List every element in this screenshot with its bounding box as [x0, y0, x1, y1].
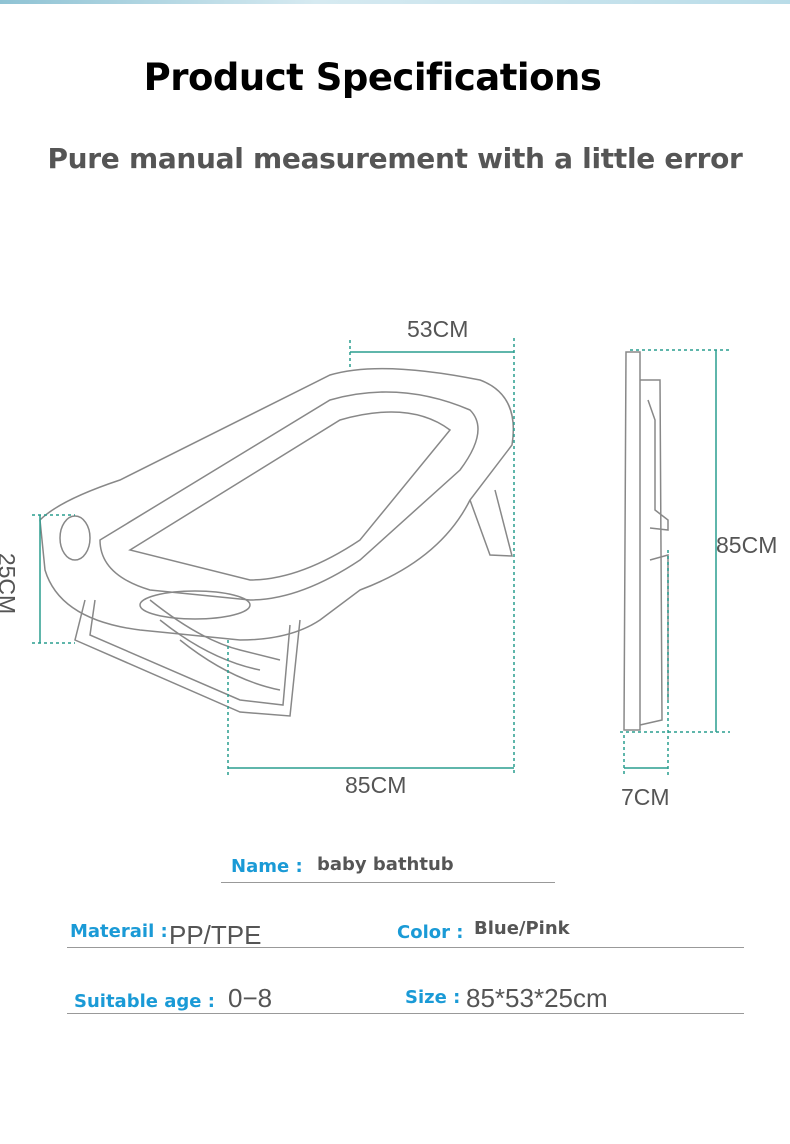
top-banner-strip — [0, 0, 790, 4]
folded-depth-dimension-label: 7CM — [621, 784, 670, 810]
bathtub-outline — [39, 351, 669, 731]
length-dimension-label: 85CM — [345, 772, 407, 798]
name-value: baby bathtub — [317, 854, 454, 875]
height-dimension-label: 25CM — [0, 552, 21, 615]
page-title: Product Specifications — [143, 56, 602, 99]
dimension-lines — [32, 338, 730, 775]
age-value: 0−8 — [228, 983, 273, 1013]
size-value: 85*53*25cm — [466, 983, 608, 1013]
color-label: Color : — [397, 922, 464, 943]
name-divider — [221, 882, 555, 883]
color-value: Blue/Pink — [474, 918, 570, 939]
size-label: Size : — [405, 987, 461, 1008]
bathtub-dimension-drawing — [32, 338, 730, 775]
material-label: Materail : — [70, 921, 168, 942]
name-label: Name : — [231, 856, 303, 877]
width-dimension-label: 53CM — [407, 316, 469, 342]
material-color-divider — [67, 947, 744, 948]
age-label: Suitable age : — [74, 991, 215, 1012]
age-size-divider — [67, 1013, 744, 1014]
page-subtitle: Pure manual measurement with a little er… — [47, 142, 743, 175]
material-value: PP/TPE — [169, 920, 262, 950]
folded-height-dimension-label: 85CM — [716, 532, 778, 558]
